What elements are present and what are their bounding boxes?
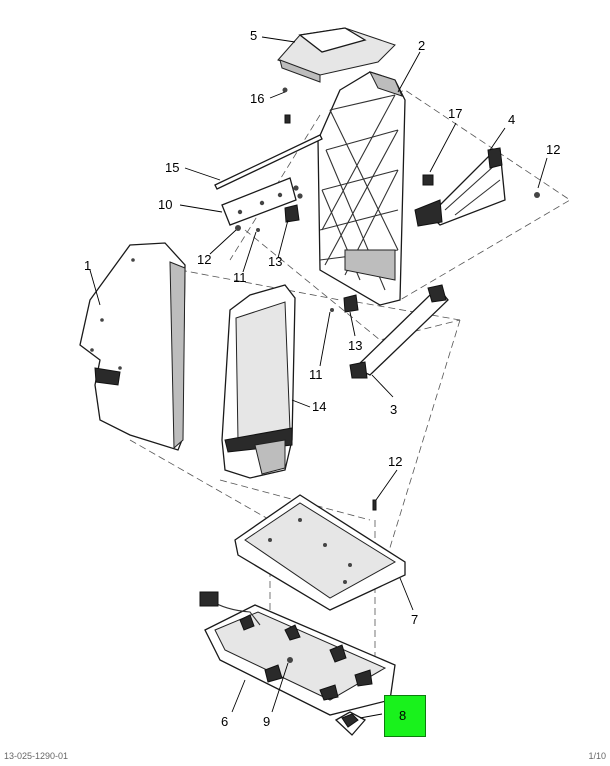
- leader-lines: [89, 36, 548, 719]
- callout-2: 2: [418, 38, 425, 53]
- callout-6: 6: [221, 714, 228, 729]
- footer-page: 1/10: [588, 751, 606, 761]
- cable-connector: [199, 591, 261, 626]
- callout-11a: 11: [233, 270, 247, 285]
- callout-11b: 11: [309, 367, 323, 382]
- callout-13b: 13: [348, 338, 362, 353]
- part-13-clip-lower: [343, 294, 359, 313]
- callout-14: 14: [312, 399, 326, 414]
- callout-10: 10: [158, 197, 172, 212]
- part-2-back-frame: [317, 71, 406, 306]
- part-6-seat-base: [204, 604, 396, 716]
- callout-17: 17: [448, 106, 462, 121]
- part-9-mount: [287, 657, 293, 663]
- callout-3: 3: [390, 402, 397, 417]
- part-14-back-cushion: [221, 284, 296, 479]
- part-12-screw-lower: [372, 499, 377, 511]
- footer-figure-id: 13-025-1290-01: [4, 751, 69, 761]
- part-12-screw-right: [534, 192, 540, 198]
- part-11-pin-upper: [256, 228, 260, 232]
- part-3-lower-bracket: [349, 284, 449, 379]
- callout-4: 4: [508, 112, 515, 127]
- part-10-hinge-plate: [221, 177, 303, 226]
- callout-7: 7: [411, 612, 418, 627]
- part-15-rod: [214, 134, 323, 190]
- part-5-top-cap: [277, 27, 396, 93]
- part-1-back-cover: [79, 242, 186, 451]
- part-11-pin-lower: [330, 308, 334, 312]
- callout-16: 16: [250, 91, 264, 106]
- callout-15: 15: [165, 160, 179, 175]
- part-8-handle: [334, 711, 367, 736]
- highlighted-callout-8[interactable]: 8: [384, 695, 426, 737]
- callout-12b: 12: [546, 142, 560, 157]
- part-17-clip: [422, 174, 434, 186]
- part-13-clip-upper: [284, 204, 300, 223]
- callout-1: 1: [84, 258, 91, 273]
- part-16-pin: [284, 114, 291, 124]
- callout-5: 5: [250, 28, 257, 43]
- callout-9: 9: [263, 714, 270, 729]
- callout-12a: 12: [197, 252, 211, 267]
- part-4-bracket: [414, 147, 506, 227]
- part-12-screw-left: [235, 225, 241, 231]
- callout-13a: 13: [268, 254, 282, 269]
- part-7-seat-pan: [234, 494, 406, 611]
- callout-8: 8: [399, 708, 407, 723]
- callout-labels: 1 2 3 4 5 6 7 9 10 11 11 12 12 12 13 13 …: [84, 28, 560, 729]
- callout-12c: 12: [388, 454, 402, 469]
